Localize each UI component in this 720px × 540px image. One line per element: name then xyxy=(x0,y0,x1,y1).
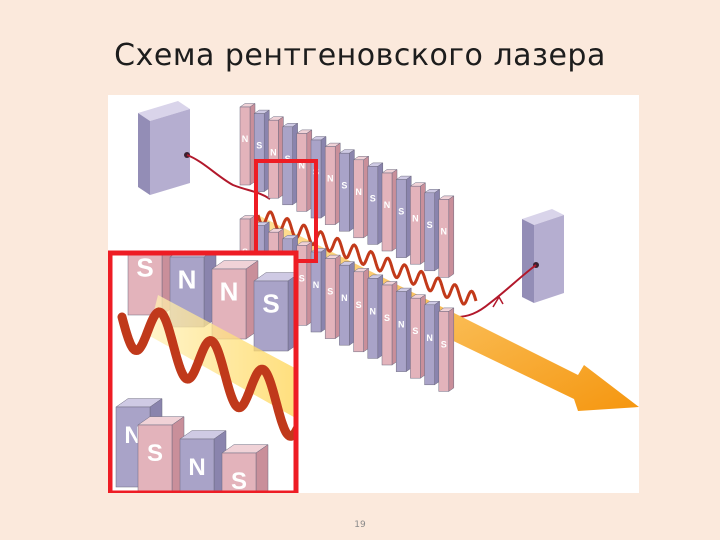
inset-lower-magnet: S xyxy=(221,444,269,493)
inset-lower-magnet: N xyxy=(179,430,227,493)
upper-magnet: N xyxy=(324,142,341,226)
lower-magnet: S xyxy=(352,267,370,353)
magnet-pole-label: N xyxy=(188,454,205,481)
upper-magnet: N xyxy=(296,129,313,212)
inset-electron-wave xyxy=(117,307,296,441)
magnet-pole-label: S xyxy=(398,207,404,217)
page-number: 19 xyxy=(354,520,366,530)
magnet-pole-label: N xyxy=(220,277,239,307)
magnet-pole-label: S xyxy=(136,253,153,283)
magnet-pole-label: N xyxy=(441,227,448,237)
magnet-pole-label: S xyxy=(441,339,447,349)
magnet-pole-label: S xyxy=(412,326,418,336)
upper-magnet: N xyxy=(438,195,455,278)
magnet-pole-label: N xyxy=(426,333,433,343)
upper-magnet: S xyxy=(367,162,384,245)
lower-magnet: S xyxy=(324,254,341,340)
output-arrow-mark xyxy=(492,295,504,308)
magnet-pole-label: N xyxy=(313,280,320,290)
lower-magnet: N xyxy=(310,248,327,333)
upper-magnet: S xyxy=(338,149,356,232)
magnet-pole-label: S xyxy=(427,220,433,230)
electron-source-box xyxy=(138,101,190,195)
inset-upper-magnet: S xyxy=(253,272,296,352)
magnet-pole-label: N xyxy=(341,293,348,303)
upper-magnet: N xyxy=(352,155,370,239)
magnet-pole-label: S xyxy=(299,273,305,283)
lower-magnet: S xyxy=(296,241,313,326)
upper-magnet: S xyxy=(281,122,299,206)
slide-title: Схема рентгеновского лазера xyxy=(114,38,606,73)
upper-magnet: S xyxy=(423,188,441,272)
upper-magnet: N xyxy=(409,182,427,265)
magnet-pole-label: S xyxy=(384,313,390,323)
upper-magnet: N xyxy=(239,103,256,186)
lower-magnet: N xyxy=(367,274,384,359)
output-wire xyxy=(455,264,537,318)
lower-magnet: S xyxy=(409,294,427,379)
magnet-pole-label: S xyxy=(356,300,362,310)
upper-magnet: S xyxy=(395,175,412,259)
lower-magnet: N xyxy=(338,261,356,346)
magnet-pole-label: S xyxy=(327,287,333,297)
magnet-pole-label: N xyxy=(384,200,391,210)
inset-lower-magnet: S xyxy=(137,416,185,493)
lower-magnet: N xyxy=(395,287,412,373)
magnet-pole-label: S xyxy=(147,440,163,467)
upper-magnet: N xyxy=(267,116,285,199)
magnet-pole-label: N xyxy=(355,187,362,197)
input-wire xyxy=(186,154,271,200)
magnet-pole-label: S xyxy=(262,289,279,319)
magnet-pole-label: S xyxy=(285,154,291,164)
detector-box xyxy=(522,209,564,303)
lower-magnet: N xyxy=(423,300,441,386)
magnet-pole-label: S xyxy=(256,141,262,151)
magnet-pole-label: N xyxy=(299,161,306,171)
magnet-pole-label: N xyxy=(270,147,277,157)
upper-magnet: N xyxy=(381,169,398,252)
magnet-pole-label: N xyxy=(124,422,141,449)
magnet-pole-label: S xyxy=(370,194,376,204)
lower-magnet: S xyxy=(381,281,398,366)
magnet-pole-label: N xyxy=(412,213,419,223)
source-front xyxy=(150,109,190,195)
magnet-pole-label: N xyxy=(242,134,249,144)
upper-magnet: S xyxy=(310,136,327,219)
magnet-pole-label: S xyxy=(231,468,247,493)
zoom-inset-frame xyxy=(108,250,299,493)
inset-upper-magnet: N xyxy=(211,260,259,340)
magnet-pole-label: N xyxy=(327,174,334,184)
magnet-pole-label: N xyxy=(370,306,377,316)
magnet-pole-label: N xyxy=(398,320,405,330)
magnet-pole-label: N xyxy=(178,265,197,295)
lower-magnet: S xyxy=(438,307,455,392)
magnet-pole-label: S xyxy=(341,180,347,190)
